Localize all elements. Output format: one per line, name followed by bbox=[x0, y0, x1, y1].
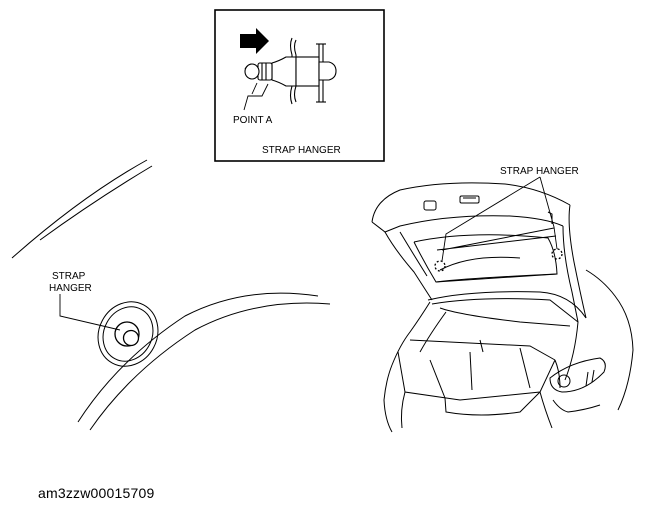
right-label-leader-b bbox=[441, 176, 541, 262]
hanger-bezel-outer bbox=[97, 301, 159, 367]
body-edge-lower-a bbox=[77, 292, 319, 423]
hanger-bezel-inner bbox=[102, 306, 154, 362]
hanger-knob bbox=[122, 329, 140, 347]
strap-hanger-clip bbox=[244, 56, 337, 87]
strap-hanger-mark-left bbox=[434, 260, 446, 272]
figure-code: am3zzw00015709 bbox=[38, 485, 155, 501]
cargo-area bbox=[383, 339, 556, 433]
body-side bbox=[539, 269, 634, 429]
left-label-line2: HANGER bbox=[49, 283, 92, 294]
inset-caption: STRAP HANGER bbox=[262, 145, 341, 156]
inset-frame bbox=[214, 9, 385, 162]
liftgate bbox=[371, 182, 587, 323]
point-a-leader bbox=[243, 83, 269, 111]
left-label-line1: STRAP bbox=[52, 271, 86, 282]
strap-hanger-mark-right bbox=[551, 248, 563, 260]
left-closeup-view bbox=[11, 159, 331, 431]
body-edge-upper-b bbox=[39, 165, 153, 241]
right-label-leader-a bbox=[539, 176, 558, 250]
right-label: STRAP HANGER bbox=[500, 166, 579, 177]
inset-detail: POINT A STRAP HANGER bbox=[214, 9, 385, 162]
body-edge-upper-a bbox=[11, 159, 148, 259]
tail-lamp bbox=[549, 357, 606, 393]
body-edge-lower-b bbox=[89, 302, 331, 431]
direction-arrow-icon bbox=[240, 28, 269, 54]
tail-lamp-bulb bbox=[557, 374, 571, 388]
left-label-leader bbox=[59, 294, 121, 331]
vehicle-rear-view bbox=[371, 176, 634, 433]
point-a-label: POINT A bbox=[233, 115, 273, 126]
